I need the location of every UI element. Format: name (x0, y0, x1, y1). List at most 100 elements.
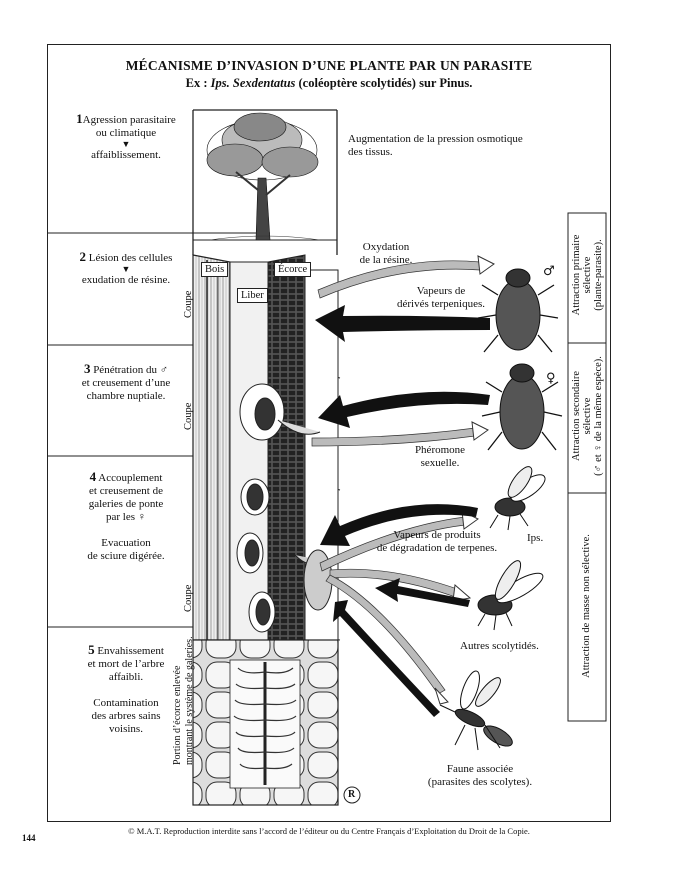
step-5-extra-1: Contamination (93, 697, 159, 709)
signature-letter: R (348, 789, 356, 800)
oxidation-label: Oxydation de la résine. (346, 241, 426, 267)
pheromone-line-1: Phéromone (414, 444, 466, 456)
step-3-line-2: et creusement d’une (81, 377, 171, 389)
tree-icon (206, 112, 321, 241)
subtitle-species: Ips. Sexdentatus (210, 76, 296, 90)
step-1-line-3: affaiblissement. (91, 149, 161, 161)
step-3-line-1: Pénétration du ♂ (93, 364, 169, 376)
degradation-vapour-line-1: Vapeurs de produits (393, 529, 481, 541)
female-attraction-arrow (318, 391, 490, 428)
figure-frame (47, 44, 611, 822)
step-5-line-1: Envahissement (97, 645, 164, 657)
section-label-3: Coupe (183, 584, 194, 612)
secondary-attraction-line-2: sélective (582, 397, 593, 435)
step-5-extra-3: voisins. (109, 723, 143, 735)
osmotic-line-1: Augmentation de la pression osmotique (348, 133, 523, 145)
wood-label: Bois (201, 262, 229, 277)
artist-signature (343, 786, 361, 804)
degradation-vapour-label: Vapeurs de produits de dégradation de te… (356, 529, 518, 555)
bark-layer (267, 254, 306, 641)
osmotic-line-2: des tissus. (348, 146, 393, 158)
bark-portion-line-1: Portion d’écorce enlevée (172, 665, 183, 765)
gallery-system (192, 639, 339, 806)
step-4-line-1: Accouplement (98, 472, 163, 484)
step-1-line-1: Agression parasitaire (82, 114, 176, 126)
step-5: 5 Envahissement et mort de l’arbre affai… (60, 643, 192, 736)
ips-attraction-arrow (320, 504, 478, 546)
primary-attraction-box (567, 212, 607, 344)
attraction-arrows (315, 305, 490, 717)
associated-fauna-insect-icon (439, 670, 513, 751)
subtitle-prefix: Ex : (185, 76, 208, 90)
female-beetle-icon (481, 363, 563, 451)
pheromone-label: Phéromone sexuelle. (400, 444, 480, 470)
pheromone-line-2: sexuelle. (420, 457, 460, 469)
step-4-line-3: galeries de ponte (88, 498, 164, 510)
associated-fauna-label: Faune associée (parasites des scolytes). (410, 763, 550, 789)
step-5-extra-2: des arbres sains (91, 710, 161, 722)
step-4-extra-1: Evacuation (101, 537, 151, 549)
step-3-line-3: chambre nuptiale. (86, 390, 166, 402)
step-5-line-3: affaibli. (108, 671, 144, 683)
scolytide-insect-icon (477, 560, 544, 631)
nuptial-chamber (239, 383, 321, 441)
mass-attraction-label: Attraction de masse non sélective. (581, 534, 592, 678)
fauna-line-2: (parasites des scolytes). (427, 776, 533, 788)
step-3-number: 3 (83, 361, 91, 376)
step-4-extra-2: de sciure digérée. (87, 550, 165, 562)
bark-portion-line-2: montrant le système de galeries. (184, 636, 195, 765)
down-arrow-icon: ▼ (121, 139, 131, 149)
bark-portion-label: Portion d’écorce enlevée montrant le sys… (172, 636, 196, 765)
other-scolytides-label: Autres scolytidés. (460, 640, 539, 652)
step-4: 4 Accouplement et creusement de galeries… (60, 470, 192, 563)
section-label-1: Coupe (183, 290, 194, 318)
ips-label: Ips. (527, 532, 544, 544)
scolytides-attraction-arrow (375, 578, 470, 607)
primary-attraction-line-1: Attraction primaire (571, 234, 582, 316)
mass-attraction-box (567, 492, 607, 722)
section-label-2: Coupe (183, 402, 194, 430)
liber-layer (229, 261, 269, 641)
step-5-number: 5 (88, 642, 95, 657)
tree-block (192, 109, 338, 255)
terpene-vapour-label: Vapeurs de dérivés terpeniques. (382, 285, 500, 311)
fauna-attraction-arrow (333, 600, 440, 717)
step-1-line-2: ou climatique (95, 127, 157, 139)
primary-attraction-line-3: (plante-parasite). (593, 239, 604, 311)
step-1: 1Agression parasitaire ou climatique ▼ a… (62, 112, 190, 162)
trunk-wood (192, 254, 231, 641)
secondary-attraction-label: Attraction secondaire sélective (♂ et ♀ … (571, 346, 604, 486)
secondary-attraction-line-3: (♂ et ♀ de la même espèce). (593, 356, 604, 476)
osmotic-pressure-label: Augmentation de la pression osmotique de… (348, 133, 558, 159)
copyright-footer: © M.A.T. Reproduction interdite sans l’a… (128, 826, 530, 836)
page-number: 144 (22, 833, 36, 843)
ips-insect-icon (489, 466, 546, 531)
male-beetle-icon (477, 268, 559, 353)
figure-subtitle: Ex : Ips. Sexdentatus (coléoptère scolyt… (47, 76, 611, 91)
male-symbol: ♂ (543, 264, 555, 279)
step-2: 2 Lésion des cellules ▼ exudation de rés… (60, 250, 192, 287)
bark-label: Écorce (274, 262, 312, 277)
liber-label: Liber (237, 288, 268, 303)
step-4-line-2: et creusement de (89, 485, 163, 497)
step-4-number: 4 (89, 469, 97, 484)
step-2-line-1: Lésion des cellules (88, 252, 173, 264)
step-5-line-2: et mort de l’arbre (87, 658, 165, 670)
egg-galleries (236, 478, 333, 633)
subtitle-suffix: (coléoptère scolytidés) sur Pinus. (298, 76, 473, 90)
oxidation-line-1: Oxydation (362, 241, 410, 253)
step-2-line-2: exudation de résine. (81, 274, 171, 286)
step-1-number: 1 (76, 111, 83, 126)
terpene-vapour-line-2: dérivés terpeniques. (397, 298, 485, 310)
step-3: 3 Pénétration du ♂ et creusement d’une c… (60, 362, 192, 403)
fauna-line-1: Faune associée (446, 763, 514, 775)
terpene-vapour-line-1: Vapeurs de (416, 285, 466, 297)
primary-attraction-line-2: sélective (582, 256, 593, 294)
female-symbol: ♀ (546, 371, 556, 386)
figure-title: MÉCANISME D’INVASION D’UNE PLANTE PAR UN… (125, 58, 533, 73)
step-4-line-4: par les ♀ (105, 511, 146, 523)
attraction-column (567, 212, 607, 722)
degradation-vapour-line-2: de dégradation de terpenes. (376, 542, 498, 554)
down-arrow-icon: ▼ (121, 264, 131, 274)
